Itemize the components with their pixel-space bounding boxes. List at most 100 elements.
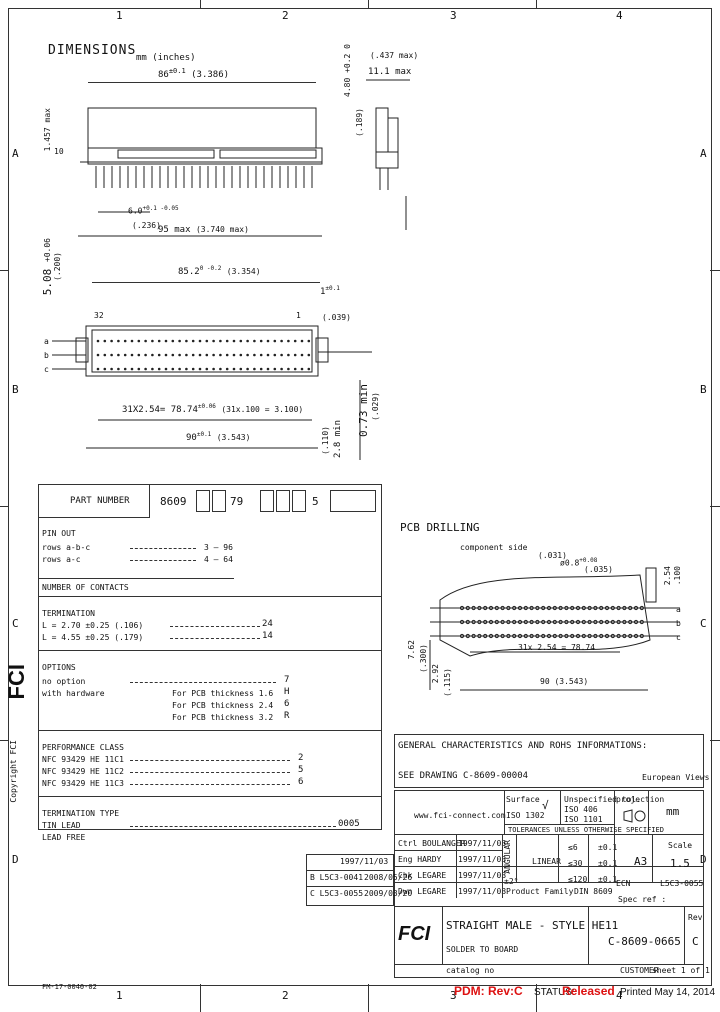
person-3-date: 1997/11/03: [458, 871, 507, 880]
row-c: c: [44, 365, 49, 374]
pin-dot: [280, 353, 283, 357]
pcb-row-a: a: [676, 605, 681, 614]
person-1-date: 1997/11/03: [458, 839, 507, 848]
linear: LINEAR: [532, 857, 561, 866]
angular: ANGULAR: [503, 840, 512, 874]
pcb-d2: ø0.8+0.08: [560, 557, 598, 568]
family: Product Family: [506, 887, 574, 896]
format: A3: [634, 855, 648, 868]
pcb-row-b: b: [676, 619, 681, 628]
pin-dot: [239, 353, 243, 357]
dim-86: 86±0.1 (3.386): [158, 67, 230, 80]
pin-dot: [144, 339, 147, 343]
lin-row-1-val: ±0.1: [598, 843, 618, 852]
scale-label: Scale: [668, 841, 693, 850]
row-a: a: [44, 337, 49, 346]
term-row-2-code: 14: [262, 631, 273, 641]
row-b: b: [44, 351, 49, 360]
grid-col-2: 2: [282, 9, 289, 22]
top-view-drawing: [52, 325, 372, 460]
contacts-title: NUMBER OF CONTACTS: [42, 583, 129, 592]
pin-dot: [117, 353, 120, 357]
customer-dwg: CUSTOMER: [620, 966, 659, 975]
pin-dot: [117, 339, 120, 343]
pin-dot: [130, 339, 134, 343]
pin-dot: [253, 367, 256, 371]
dim-pitch: 31X2.54= 78.74±0.06 (31x.100 = 3.100): [122, 403, 304, 415]
pin-dot: [300, 353, 304, 357]
pin-dot: [171, 367, 175, 371]
tol-hdr: Unspecified tol.: [564, 795, 642, 804]
pin-dot: [225, 339, 229, 343]
general-title: GENERAL CHARACTERISTICS AND ROHS INFORMA…: [398, 741, 648, 751]
rev-row-2-date: 2008/05/26: [364, 873, 413, 882]
title-block: [394, 790, 704, 978]
pcb-left-0: 7.62: [407, 640, 416, 660]
pin-dot: [273, 353, 277, 357]
perf-row-2-label: NFC 93429 HE 11C2: [42, 767, 124, 776]
lin-row-1: ≤6: [568, 843, 578, 852]
person-1: Ctrl BOULANGER: [398, 839, 466, 848]
pin-dot: [307, 339, 311, 343]
pin-dot: [212, 367, 215, 371]
pin-dot: [225, 367, 229, 371]
pin-dot: [205, 353, 209, 357]
pcb-right-1: .100: [673, 566, 682, 586]
pin-dot: [198, 339, 202, 343]
pin-dot: [164, 367, 168, 371]
pin-dot: [239, 339, 243, 343]
dimensions-title: DIMENSIONS: [48, 43, 137, 58]
opt-row-2-label: with hardware: [42, 689, 105, 698]
pin-dot: [280, 339, 283, 343]
pin-dot: [110, 367, 113, 371]
spec-ref: Spec ref :: [618, 895, 667, 904]
pcb-left-3: (.115): [443, 668, 452, 697]
pin-dot: [110, 353, 113, 357]
options-title: OPTIONS: [42, 663, 76, 672]
person-4: Dwn LEGARE: [398, 887, 447, 896]
general-box: [394, 734, 704, 788]
pin-dot: [307, 367, 311, 371]
pm2: ±2°: [504, 877, 519, 886]
pin-32: 32: [94, 311, 104, 320]
rev-value: C: [692, 935, 699, 948]
pin-dot: [123, 353, 127, 357]
term-row-1-code: 24: [262, 619, 273, 629]
part-number-table: [38, 484, 382, 830]
pin-dot: [273, 339, 277, 343]
pin-dot: [232, 367, 236, 371]
side-fci-logo: FCI: [4, 664, 29, 700]
lin-row-3-val: ±0.1: [598, 875, 618, 884]
grid-row-a-right: A: [700, 147, 707, 160]
perf-row-3-code: 6: [298, 777, 304, 787]
pin-dot: [130, 367, 134, 371]
pin-dot: [266, 353, 270, 357]
iso-a: ISO 406: [564, 805, 598, 814]
lin-row-2-val: ±0.1: [598, 859, 618, 868]
ecn-value: L5C3-0055: [660, 879, 704, 888]
pin-dot: [157, 353, 161, 357]
pin-dot: [171, 339, 175, 343]
pin-dot: [137, 353, 141, 357]
term-type-title: TERMINATION TYPE: [42, 809, 120, 818]
pin-dot: [246, 353, 249, 357]
pin-dot: [191, 367, 195, 371]
surface: Surface: [506, 795, 540, 804]
pin-dot: [219, 353, 222, 357]
perf-row-1-code: 2: [298, 753, 304, 763]
opt-row-4-sub: For PCB thickness 3.2: [172, 713, 274, 722]
perf-row-1-label: NFC 93429 HE 11C1: [42, 755, 124, 764]
opt-row-2-code: H: [284, 687, 290, 697]
person-2-date: 1997/11/03: [458, 855, 507, 864]
dim-60: 6.0+0.1 -0.05: [128, 205, 179, 216]
drawing-frame: [8, 8, 712, 986]
opt-row-4-code: R: [284, 711, 290, 721]
pin-dot: [219, 367, 222, 371]
pin-out-title: PIN OUT: [42, 529, 76, 538]
dim-1: 1±0.1: [320, 285, 340, 297]
pin-dot: [205, 339, 209, 343]
part-number-label: PART NUMBER: [70, 496, 130, 506]
pin-dot: [212, 353, 215, 357]
pin-dot: [232, 353, 236, 357]
pin-row-2-label: rows a-c: [42, 555, 81, 564]
